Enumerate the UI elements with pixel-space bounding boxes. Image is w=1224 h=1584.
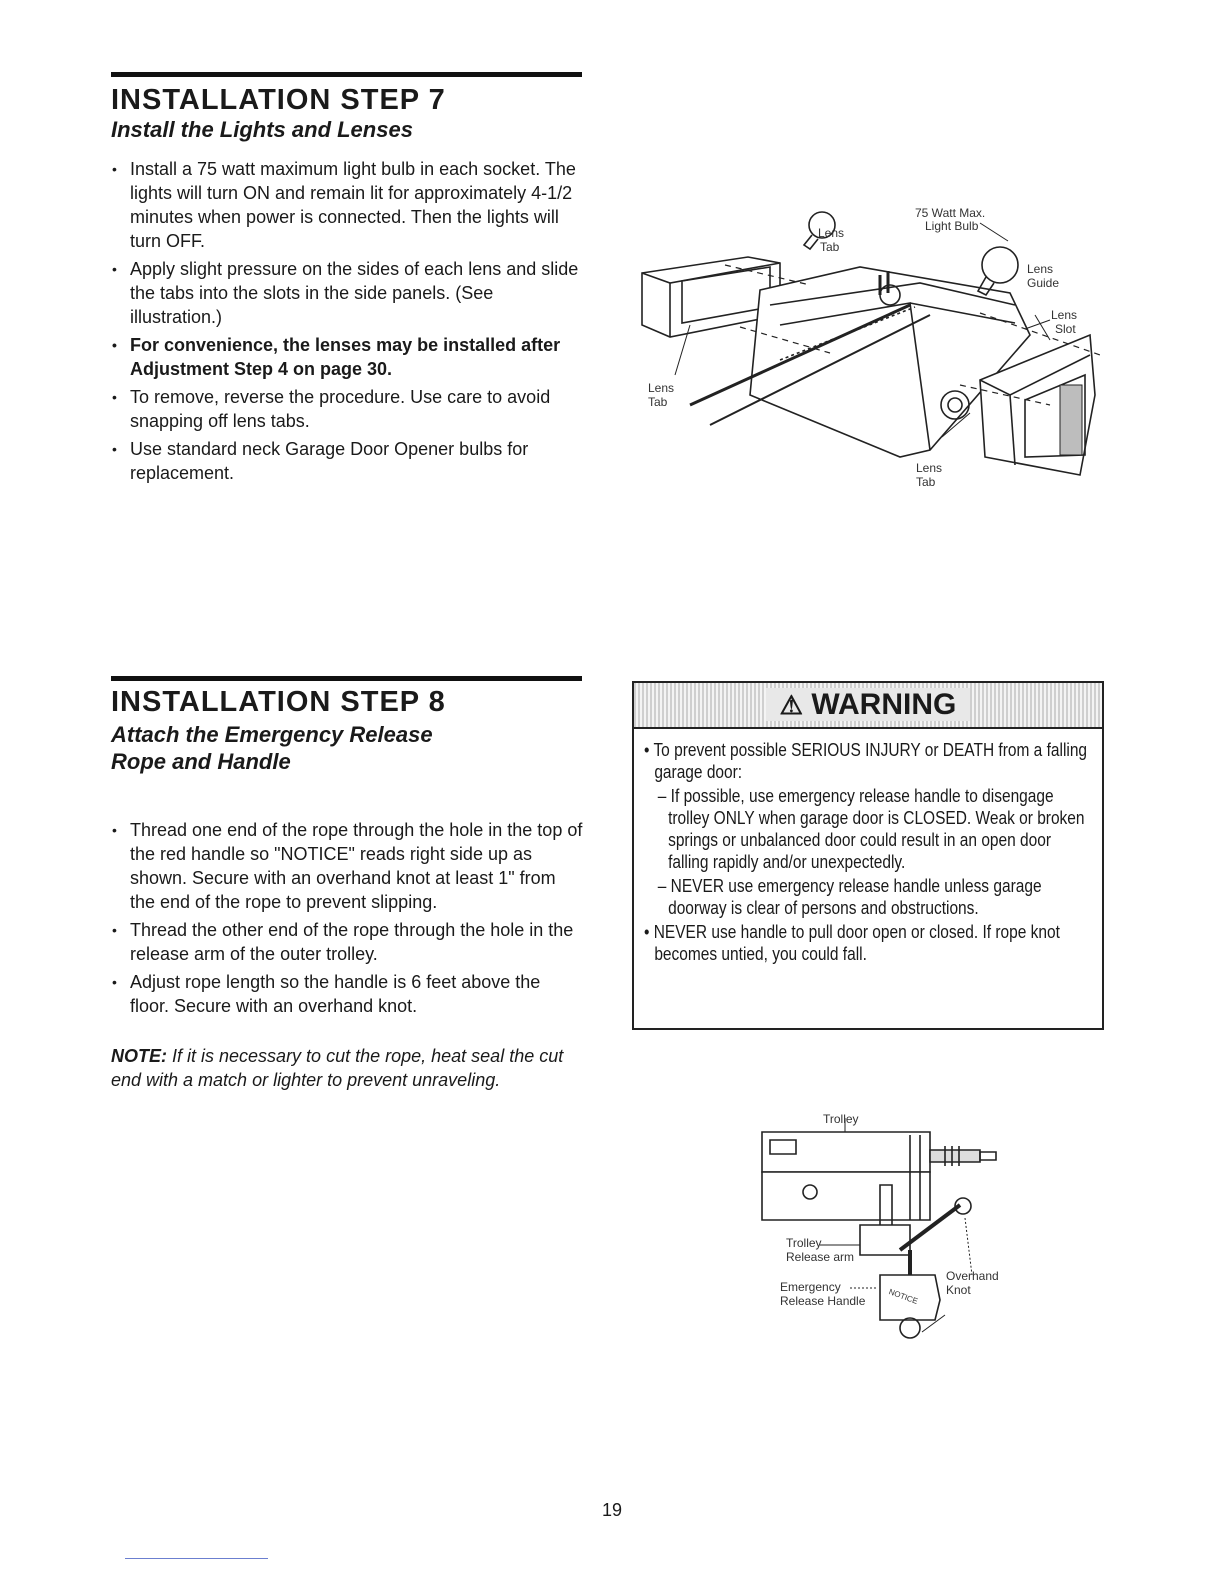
step7-subtitle: Install the Lights and Lenses	[111, 117, 413, 142]
label-lens-slot-line2: Slot	[1055, 322, 1076, 336]
opener-lens-diagram	[641, 211, 1101, 476]
step8-bullet-list: Thread one end of the rope through the h…	[108, 818, 583, 1022]
step7-bullet-4: To remove, reverse the procedure. Use ca…	[108, 385, 583, 433]
label-emergency-release-handle: Emergency Release Handle	[780, 1280, 865, 1308]
step7-bullet-2: Apply slight pressure on the sides of ea…	[108, 257, 583, 329]
step7-rule	[111, 72, 582, 77]
warning-sub-2: – NEVER use emergency release handle unl…	[657, 876, 1042, 918]
note-label: NOTE:	[111, 1046, 167, 1066]
step8-note: NOTE: If it is necessary to cut the rope…	[111, 1044, 571, 1092]
footer-line	[125, 1558, 268, 1559]
warning-intro: • To prevent possible SERIOUS INJURY or …	[644, 740, 1088, 782]
warning-last: • NEVER use handle to pull door open or …	[644, 922, 1060, 964]
label-trolley: Trolley	[823, 1112, 859, 1126]
step8-title: INSTALLATION STEP 8	[111, 686, 446, 718]
step7-bullet-3: For convenience, the lenses may be insta…	[108, 333, 583, 381]
step7-bullet-list: Install a 75 watt maximum light bulb in …	[108, 157, 583, 489]
label-overhand-knot: Overhand Knot	[946, 1269, 999, 1297]
note-text: If it is necessary to cut the rope, heat…	[111, 1046, 564, 1090]
step7-title: INSTALLATION STEP 7	[111, 84, 446, 116]
label-trolley-release-line2: Release arm	[786, 1250, 855, 1264]
label-trolley-release-line1: Trolley	[786, 1236, 822, 1250]
label-overhand-line1: Overhand	[946, 1269, 999, 1283]
label-lens-tab-bottom: Lens Tab	[916, 461, 942, 489]
label-trolley-release-arm: Trolley Release arm	[786, 1236, 854, 1264]
label-lens-tab-top: Lens Tab	[818, 226, 844, 254]
warning-body: • To prevent possible SERIOUS INJURY or …	[644, 739, 1091, 967]
warning-icon: ⚠	[779, 690, 803, 720]
label-emergency-line1: Emergency	[780, 1280, 841, 1294]
label-lens-slot: Lens Slot	[1051, 308, 1077, 336]
label-overhand-line2: Knot	[946, 1283, 971, 1297]
label-lens-guide-line1: Lens	[1027, 262, 1054, 276]
warning-box: ⚠ WARNING • To prevent possible SERIOUS …	[632, 681, 1104, 1030]
trolley-diagram	[761, 1118, 997, 1339]
step7-bullet-5: Use standard neck Garage Door Opener bul…	[108, 437, 583, 485]
label-lens-tab-top-line2: Tab	[820, 240, 840, 254]
step8-bullet-1: Thread one end of the rope through the h…	[108, 818, 583, 914]
trolley-release-illustration: Trolley Trolley Release arm Emergency Re…	[760, 1110, 1020, 1360]
label-lens-guide: Lens Guide	[1027, 262, 1059, 290]
warning-heading: WARNING	[811, 688, 957, 721]
label-lens-tab-left-line2: Tab	[648, 395, 668, 409]
warning-sub-1: – If possible, use emergency release han…	[657, 786, 1085, 872]
label-emergency-line2: Release Handle	[780, 1294, 866, 1308]
step8-bullet-2: Thread the other end of the rope through…	[108, 918, 583, 966]
step8-bullet-3: Adjust rope length so the handle is 6 fe…	[108, 970, 583, 1018]
label-lens-tab-top-line1: Lens	[818, 226, 845, 240]
step7-bullet-1: Install a 75 watt maximum light bulb in …	[108, 157, 583, 253]
lights-lenses-illustration: 75 Watt Max. Light Bulb Lens Tab Lens Gu…	[630, 195, 1110, 495]
label-lens-tab-bottom-line1: Lens	[916, 461, 943, 475]
label-lens-tab-bottom-line2: Tab	[916, 475, 936, 489]
label-lens-tab-left: Lens Tab	[648, 381, 674, 409]
step8-subtitle-line1: Attach the Emergency Release	[111, 722, 433, 747]
lens-logo-mark	[1059, 384, 1083, 456]
warning-header: ⚠ WARNING	[634, 683, 1102, 729]
step8-subtitle-line2: Rope and Handle	[111, 749, 291, 774]
label-75-watt-max: 75 Watt Max.	[915, 206, 986, 220]
label-light-bulb: Light Bulb	[925, 219, 979, 233]
label-lens-guide-line2: Guide	[1027, 276, 1060, 290]
step8-rule	[111, 676, 582, 681]
warning-heading-wrap: ⚠ WARNING	[765, 688, 971, 721]
label-lens-tab-left-line1: Lens	[648, 381, 675, 395]
page-number: 19	[601, 1500, 623, 1520]
label-lens-slot-line1: Lens	[1051, 308, 1078, 322]
